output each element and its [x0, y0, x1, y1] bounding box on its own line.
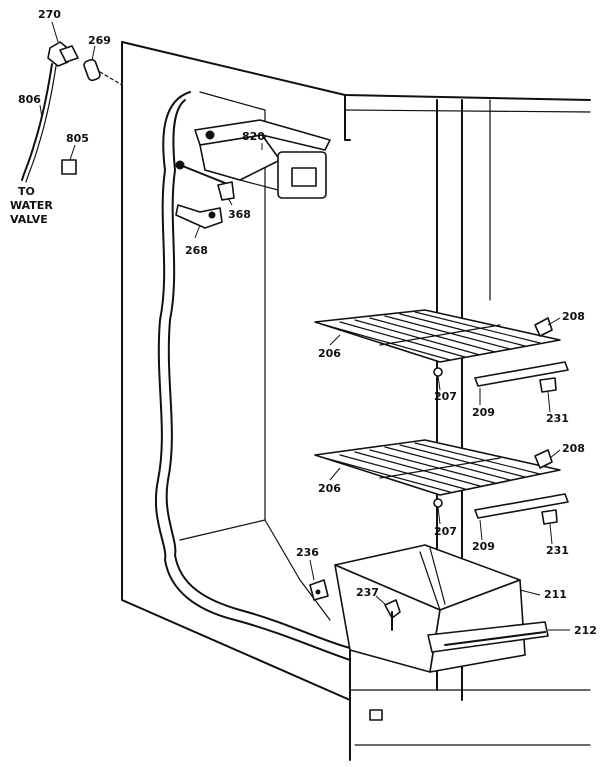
callout-236: 236 [296, 546, 319, 559]
callout-820: 820 [242, 130, 265, 143]
rail-support-236 [309, 579, 329, 601]
leader-lines [39, 21, 570, 631]
callout-270: 270 [38, 8, 61, 21]
freezer-liner [154, 91, 351, 661]
shelf-206-lower [314, 439, 569, 525]
cabinet-shell [121, 41, 591, 761]
icemaker-820 [175, 119, 331, 199]
callout-212: 212 [574, 624, 597, 637]
callout-237: 237 [356, 586, 379, 599]
shelf-206-upper [314, 309, 569, 393]
callout-269: 269 [88, 34, 111, 47]
basket-211 [334, 544, 549, 673]
callout-206-upper: 206 [318, 347, 341, 360]
callout-209-upper: 209 [472, 406, 495, 419]
callout-208-lower: 208 [562, 442, 585, 455]
callout-368: 368 [228, 208, 251, 221]
callout-to-water-valve-line2: WATER [10, 199, 53, 212]
callout-labels: 270 269 806 805 TO WATER VALVE 820 368 2… [10, 8, 597, 637]
callout-806: 806 [18, 93, 41, 106]
callout-to-water-valve-line1: TO [18, 185, 35, 198]
callout-805: 805 [66, 132, 89, 145]
bracket-368 [217, 181, 235, 201]
callout-209-lower: 209 [472, 540, 495, 553]
callout-211: 211 [544, 588, 567, 601]
callout-231-upper: 231 [546, 412, 569, 425]
callout-207-upper: 207 [434, 390, 457, 403]
water-line-parts [21, 41, 123, 183]
callout-to-water-valve-line3: VALVE [10, 213, 48, 226]
callout-231-lower: 231 [546, 544, 569, 557]
callout-206-lower: 206 [318, 482, 341, 495]
callout-207-lower: 207 [434, 525, 457, 538]
callout-208-upper: 208 [562, 310, 585, 323]
callout-268: 268 [185, 244, 208, 257]
fill-tube-268 [175, 204, 223, 229]
